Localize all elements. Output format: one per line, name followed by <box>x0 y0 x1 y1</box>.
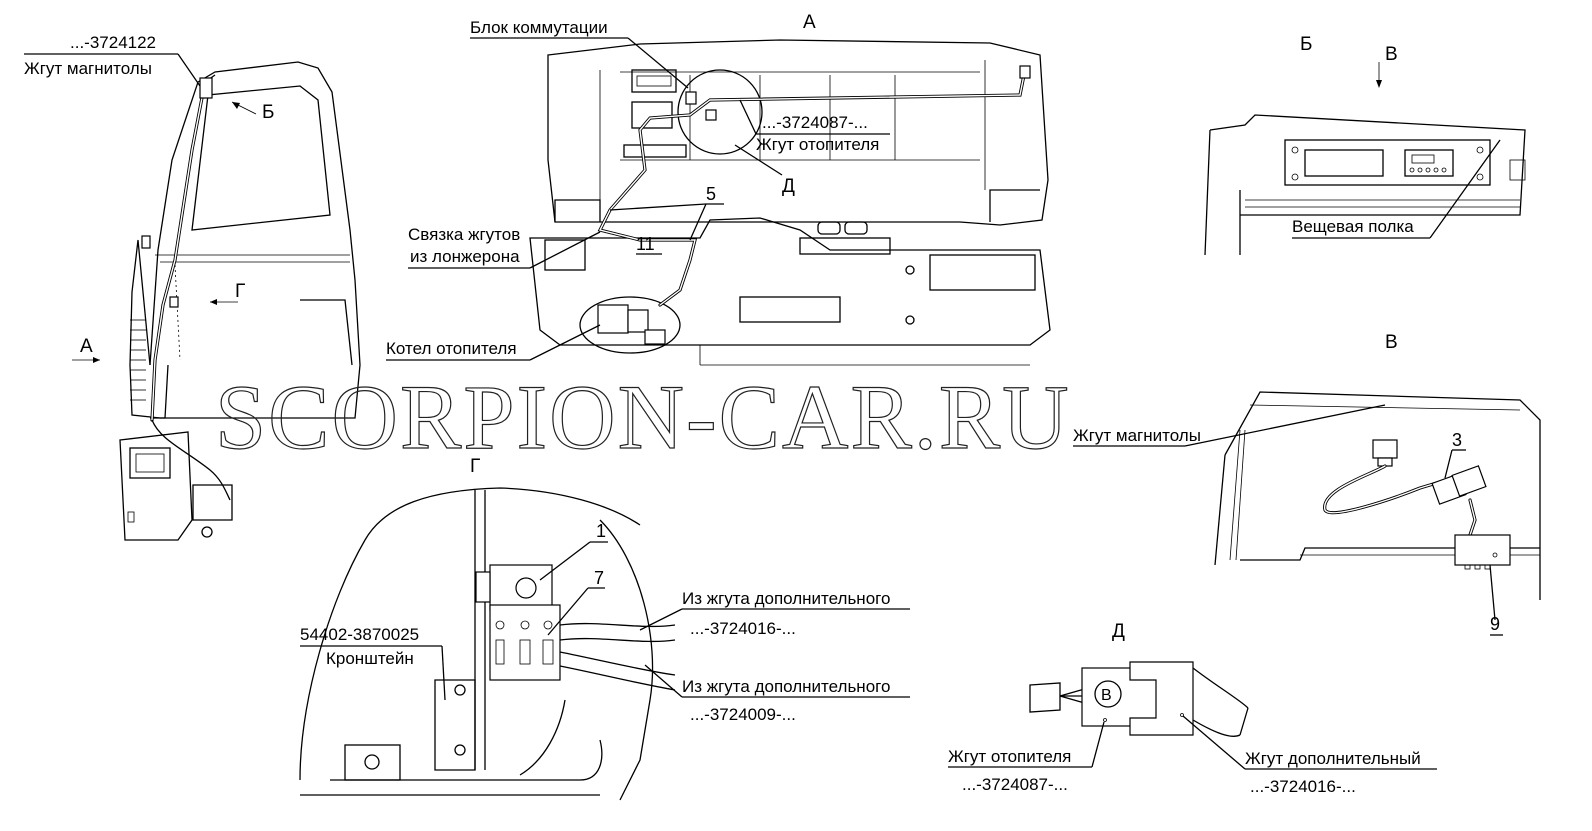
view-g-title: Г <box>470 456 480 477</box>
callout-3: 3 <box>1452 430 1462 450</box>
connector-mark: В <box>1101 687 1112 704</box>
d-heater-harness-part: ...-3724087-... <box>962 775 1068 794</box>
switch-block-label: Блок коммутации <box>470 18 608 37</box>
from-aux-harness-1-part: ...-3724016-... <box>690 619 796 638</box>
view-v-arrow-label: В <box>1385 44 1398 65</box>
cab-side-view <box>119 61 361 541</box>
view-d-title: Д <box>1112 621 1125 642</box>
watermark: SCORPION-CAR.RU <box>215 366 1071 468</box>
callout-5: 5 <box>706 184 716 204</box>
view-b-side: Б <box>262 102 274 123</box>
bracket-part-number: 54402-3870025 <box>300 625 419 644</box>
callout-7: 7 <box>594 568 604 588</box>
bundle-label-line2: из лонжерона <box>410 247 520 266</box>
d-aux-harness-label: Жгут дополнительный <box>1245 749 1421 768</box>
heater-boiler-label: Котел отопителя <box>386 339 517 358</box>
view-g-side: Г <box>235 281 245 302</box>
view-v-title: В <box>1385 332 1398 353</box>
view-d-marker: Д <box>782 176 795 197</box>
connector-3 <box>1431 465 1487 505</box>
bracket-label: Кронштейн <box>326 649 414 668</box>
view-v-shelf-underside <box>1214 391 1541 600</box>
callout-1: 1 <box>596 521 606 541</box>
callout-11: 11 <box>636 234 655 254</box>
view-a-title: А <box>803 12 816 33</box>
d-aux-harness-part: ...-3724016-... <box>1250 777 1356 796</box>
heater-harness-part-number: ...-3724087-... <box>762 113 868 132</box>
view-d-connector: В <box>1029 661 1249 737</box>
view-b-shelf <box>1204 114 1526 256</box>
d-heater-harness-label: Жгут отопителя <box>948 747 1071 766</box>
shelf-label: Вещевая полка <box>1292 217 1414 236</box>
view-a-side: А <box>80 336 93 357</box>
from-aux-harness-1-label: Из жгута дополнительного <box>682 589 890 608</box>
bundle-label-line1: Связка жгутов <box>408 225 520 244</box>
radio-harness-label: Жгут магнитолы <box>24 59 152 78</box>
from-aux-harness-2-label: Из жгута дополнительного <box>682 677 890 696</box>
radio-harness-leader: ...-3724122 Жгут магнитолы <box>24 33 201 87</box>
heater-harness-label: Жгут отопителя <box>756 135 879 154</box>
from-aux-harness-2-part: ...-3724009-... <box>690 705 796 724</box>
view-b-title: Б <box>1300 34 1312 55</box>
relay-contacts <box>495 620 554 665</box>
radio-harness-v-label: Жгут магнитолы <box>1073 426 1201 445</box>
radio-harness-part-number: ...-3724122 <box>70 33 156 52</box>
view-g-bracket-detail <box>299 487 676 801</box>
view-a-cab-rear <box>529 39 1051 366</box>
callout-9: 9 <box>1490 614 1500 634</box>
cab-side-grille <box>130 319 146 401</box>
